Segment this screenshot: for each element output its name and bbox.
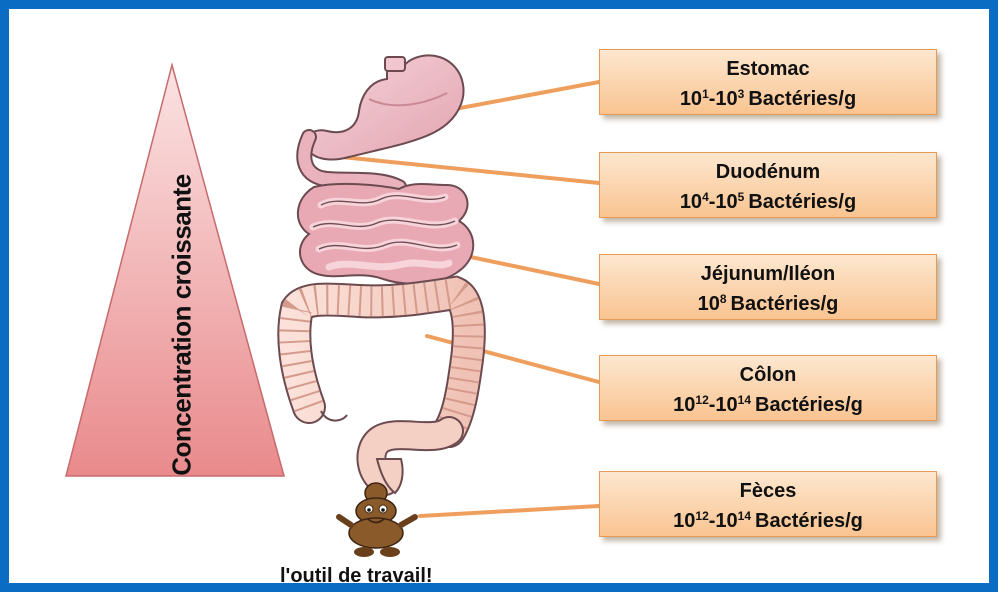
unit-label: Bactéries/g [755,394,863,416]
feces-character-illustration [339,483,415,557]
connector-feces [420,506,599,516]
concentration-label: Concentration croissante [167,174,198,476]
stomach-illustration [307,55,464,159]
exponent-low: 1 [702,87,709,101]
exponent-high: 5 [738,190,745,204]
exponent-high: 3 [738,87,745,101]
box-title: Duodénum [600,157,936,187]
box-title: Côlon [600,360,936,390]
box-title: Estomac [600,54,936,84]
box-title: Jéjunum/Iléon [600,259,936,289]
unit-label: Bactéries/g [748,191,856,213]
exponent-high: 14 [738,509,751,523]
small-intestine-illustration [298,184,473,284]
tool-caption: l'outil de travail! [280,565,433,588]
exponent-low: 4 [702,190,709,204]
unit-label: Bactéries/g [748,88,856,110]
exponent-low: 12 [695,393,708,407]
exponent-high: 14 [738,393,751,407]
unit-label: Bactéries/g [755,510,863,532]
unit-label: Bactéries/g [731,293,839,315]
colon-illustration [294,293,469,493]
box-title: Fèces [600,476,936,506]
exponent-low: 12 [695,509,708,523]
exponent-low: 8 [720,292,727,306]
